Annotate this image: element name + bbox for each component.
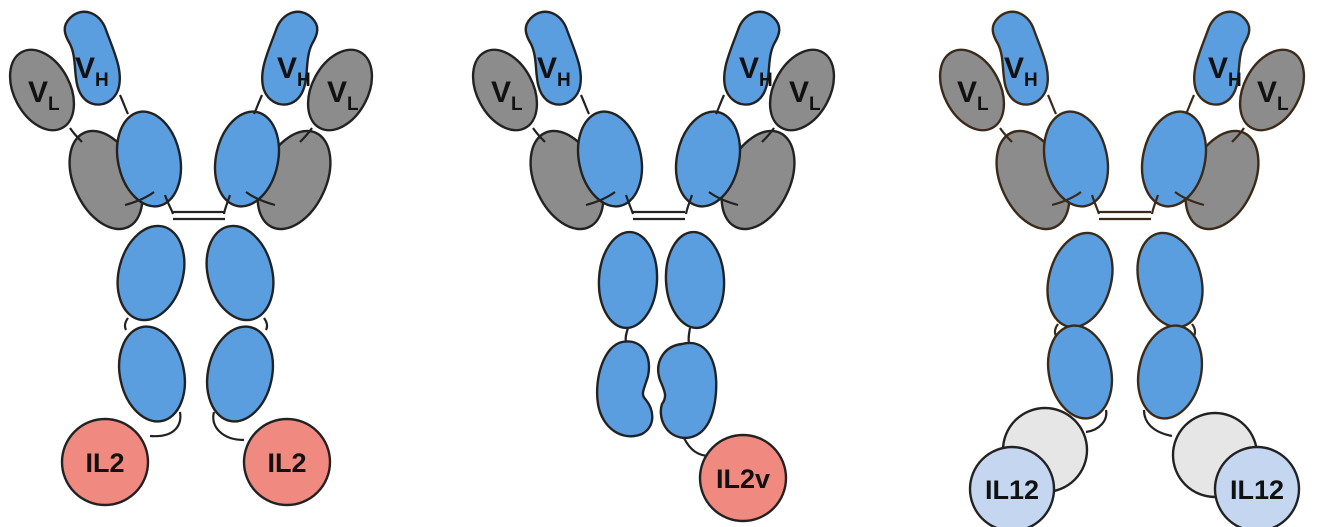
right-vh-linker (716, 95, 724, 114)
il12-label-left: IL12 (985, 475, 1039, 505)
right-fc-linker (264, 318, 267, 330)
left-vh-linker (120, 95, 128, 114)
right-ch3-domain (1130, 320, 1210, 425)
left-vh-linker (581, 95, 589, 114)
right-vh-linker (1186, 95, 1194, 114)
right-fc-linker (689, 328, 690, 344)
right-ch2-domain (197, 218, 284, 327)
left-vh-linker (1048, 95, 1056, 114)
left-ch2-domain (1038, 226, 1123, 335)
left-fc-linker (626, 328, 628, 342)
left-ch3-domain (597, 341, 652, 436)
il2-label-left: IL2 (85, 448, 124, 478)
construct-il12: IL12 IL12 VL VH VH VL (927, 12, 1317, 527)
il12-label-right: IL12 (1230, 475, 1284, 505)
construct-il2: IL2 IL2 VL VH VH VL (0, 12, 385, 505)
right-ch3-domain (199, 320, 282, 427)
right-ch3-domain (658, 343, 716, 438)
left-ch2-domain (108, 218, 195, 327)
il2-label-right: IL2 (267, 448, 306, 478)
right-ch2-domain (664, 231, 727, 330)
left-ch3-domain (111, 320, 194, 427)
construct-il2v: IL2v VL VH VH VL (460, 12, 847, 521)
il2v-label: IL2v (716, 464, 770, 494)
left-ch2-domain (597, 231, 660, 330)
right-ch2-domain (1128, 226, 1213, 335)
left-fc-linker (125, 318, 128, 330)
right-cytokine-linker (684, 438, 710, 456)
